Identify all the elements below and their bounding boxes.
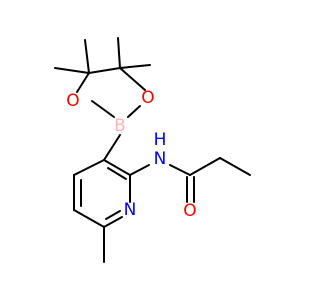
atom-oxygen-right-label: O (141, 88, 154, 108)
bond-nh-carbonyl (169, 164, 191, 176)
bond-c5-c6 (73, 209, 105, 228)
structure-drawing: B O O N H N O (54, 37, 251, 263)
bond-methyl-2 (54, 67, 90, 74)
atom-nitrogen-amide-label: N (154, 149, 167, 169)
bond-carbonyl-ch2 (189, 157, 221, 176)
atom-boron-label: B (114, 116, 126, 136)
bond-methyl-3 (117, 37, 121, 69)
bond-o-left-c (76, 72, 90, 93)
bond-b-o-right (127, 105, 141, 118)
molecule-diagram: B O O N H N O (54, 37, 251, 263)
atom-oxygen-left-label: O (66, 91, 79, 111)
bond-c2-nh (129, 164, 150, 176)
bond-b-c3 (103, 134, 121, 161)
bond-c6-n1 (103, 216, 123, 228)
bond-c3-c2-inner (107, 167, 127, 180)
bond-c3-c2 (103, 159, 131, 176)
bond-b-o-left (91, 100, 115, 118)
bond-methyl-4 (119, 64, 151, 69)
atom-hydrogen-amide-label: H (154, 130, 167, 150)
bond-c-o-right (119, 67, 146, 91)
bond-c6-n1-inner (105, 210, 121, 220)
atom-nitrogen-ring-label: N (124, 200, 137, 220)
bond-methyl-1 (84, 39, 90, 74)
bond-c-c-ring (88, 67, 121, 74)
bond-c3-c4 (73, 159, 105, 176)
atom-oxygen-carbonyl-label: O (183, 201, 196, 221)
atom-labels: B O O N H N O (66, 88, 196, 221)
bonds (54, 37, 251, 263)
bond-ch2-ch3 (219, 157, 251, 176)
